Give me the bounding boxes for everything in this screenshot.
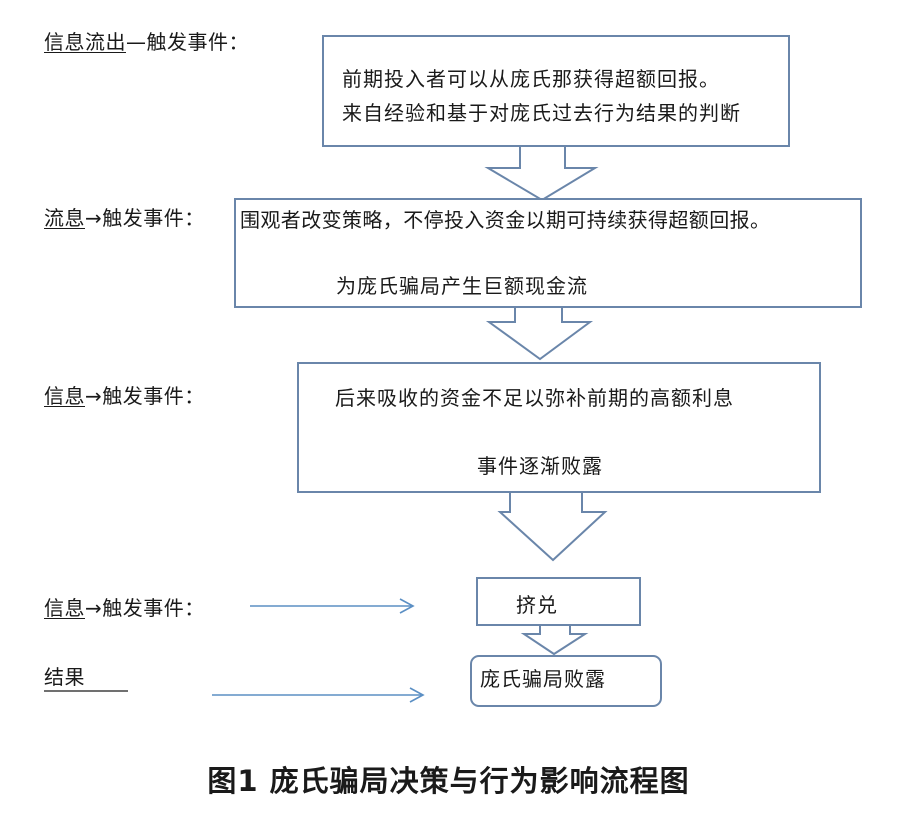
stage-1-box: 前期投入者可以从庞氏那获得超额回报。 来自经验和基于对庞氏过去行为结果的判断: [322, 35, 790, 147]
stage-5-box: 庞氏骗局败露: [470, 655, 662, 707]
down-block-arrow-3: [497, 491, 608, 562]
down-block-arrow-1: [484, 145, 599, 202]
stage-3-line-2: 事件逐渐败露: [477, 454, 603, 478]
stage-2-label-underlined: 流息: [44, 206, 85, 230]
stage-3-box: 后来吸收的资金不足以弥补前期的高额利息 事件逐渐败露: [297, 362, 821, 493]
stage-3-line-1: 后来吸收的资金不足以弥补前期的高额利息: [335, 386, 734, 410]
figure-caption: 图1 庞氏骗局决策与行为影响流程图: [207, 764, 690, 798]
stage-1-label-underlined: 信息流出: [44, 30, 126, 54]
stage-1-line-1: 前期投入者可以从庞氏那获得超额回报。: [342, 67, 720, 91]
stage-4-line-1: 挤兑: [516, 593, 558, 617]
stage-1-label-rest: —触发事件：: [126, 30, 249, 54]
stage-3-label-rest: →触发事件：: [85, 384, 205, 408]
pointer-arrow-4: [250, 598, 415, 614]
stage-2-label: 流息→触发事件：: [44, 206, 205, 230]
stage-2-box: 围观者改变策略，不停投入资金以期可持续获得超额回报。 为庞氏骗局产生巨额现金流: [234, 198, 862, 308]
stage-1-label: 信息流出—触发事件：: [44, 30, 249, 54]
stage-4-label-underlined: 信息: [44, 596, 85, 620]
stage-5-line-1: 庞氏骗局败露: [480, 667, 606, 691]
down-block-arrow-2: [485, 306, 594, 361]
stage-4-label-rest: →触发事件：: [85, 596, 205, 620]
stage-5-label: 结果: [44, 665, 85, 689]
stage-4-label: 信息→触发事件：: [44, 596, 205, 620]
stage-2-line-1: 围观者改变策略，不停投入资金以期可持续获得超额回报。: [240, 208, 771, 232]
stage-4-box: 挤兑: [476, 577, 641, 626]
stage-5-label-underlined: 结果: [44, 665, 85, 689]
stage-3-label-underlined: 信息: [44, 384, 85, 408]
pointer-arrow-5: [212, 687, 425, 703]
down-block-arrow-4: [520, 623, 589, 656]
stage-1-line-2: 来自经验和基于对庞氏过去行为结果的判断: [342, 101, 741, 125]
stage-3-label: 信息→触发事件：: [44, 384, 205, 408]
stage-2-label-rest: →触发事件：: [85, 206, 205, 230]
stage-2-line-2: 为庞氏骗局产生巨额现金流: [336, 274, 588, 298]
